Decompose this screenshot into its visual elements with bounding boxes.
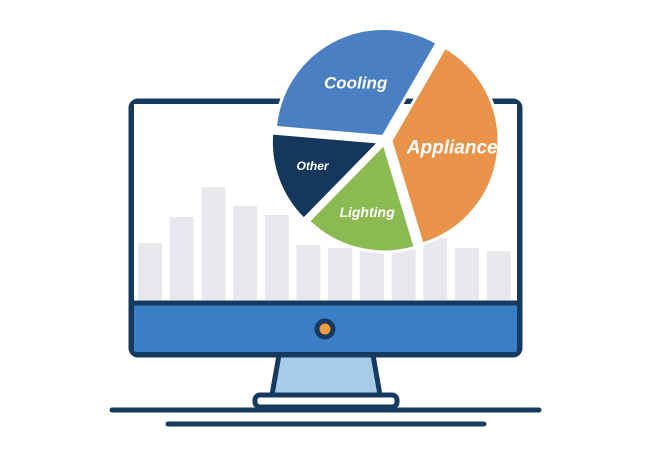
pie-label-appliances: Appliances (406, 137, 508, 158)
bar-12 (486, 251, 511, 300)
bar-3 (201, 187, 226, 300)
pie-slice-other (269, 131, 381, 221)
bar-8 (359, 250, 384, 300)
pie-slice-appliances (389, 45, 501, 246)
power-button (314, 318, 336, 340)
bar-11 (455, 248, 479, 300)
monitor-foot (252, 392, 400, 410)
bar-chart (138, 187, 511, 300)
pie-slice-lighting (306, 142, 417, 254)
bar-9 (391, 248, 416, 300)
bar-6 (296, 245, 321, 300)
bar-2 (169, 217, 194, 300)
pie-label-other: Other (297, 159, 330, 173)
pie-slice-cooling (274, 26, 439, 138)
bar-10 (423, 238, 448, 300)
pie-label-cooling: Cooling (324, 73, 388, 92)
monitor-stand (269, 352, 383, 398)
bar-1 (138, 243, 162, 300)
bar-4 (233, 206, 258, 300)
pie-label-lighting: Lighting (339, 204, 395, 220)
bar-5 (264, 215, 289, 300)
bar-7 (328, 248, 353, 300)
